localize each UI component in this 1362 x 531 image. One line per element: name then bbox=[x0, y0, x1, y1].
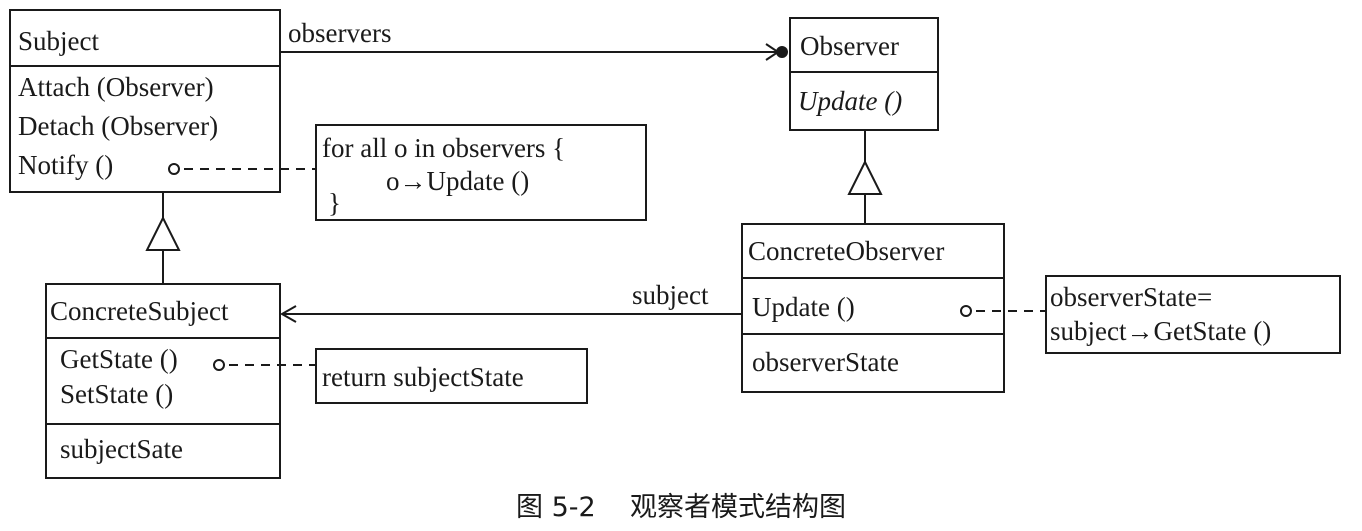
update-note-connector bbox=[960, 305, 1046, 317]
concrete-subject-class-name: ConcreteSubject bbox=[50, 296, 229, 326]
observers-association: observers bbox=[280, 18, 788, 61]
update-note-line1: observerState= bbox=[1050, 282, 1212, 312]
notify-note-line1: for all o in observers { bbox=[322, 133, 565, 163]
getstate-note-connector bbox=[213, 359, 316, 371]
getstate-note: return subjectState bbox=[315, 348, 588, 404]
inheritance-triangle bbox=[145, 215, 181, 251]
concrete-observer-op-update: Update () bbox=[752, 292, 855, 322]
subject-generalization bbox=[145, 192, 181, 284]
concrete-observer-class-name: ConcreteObserver bbox=[748, 236, 944, 266]
subject-class: Subject Attach (Observer) Detach (Observ… bbox=[9, 9, 281, 193]
observer-generalization bbox=[847, 130, 883, 224]
subject-class-name: Subject bbox=[18, 26, 99, 56]
concrete-observer-class: ConcreteObserver Update () observerState bbox=[741, 223, 1005, 393]
update-note: observerState= subject→GetState () bbox=[1045, 275, 1341, 354]
notify-note-line3: } bbox=[328, 188, 341, 218]
subject-op-notify: Notify () bbox=[18, 150, 113, 180]
observer-class: Observer Update () bbox=[789, 17, 939, 131]
subject-op-attach: Attach (Observer) bbox=[18, 72, 214, 102]
notify-note: for all o in observers { o→Update () } bbox=[315, 124, 647, 221]
inheritance-triangle bbox=[847, 159, 883, 195]
concrete-subject-op-getstate: GetState () bbox=[60, 344, 178, 374]
notify-note-line2: o→Update () bbox=[386, 166, 529, 196]
concrete-subject-attr-state: subjectSate bbox=[60, 434, 183, 464]
concrete-subject-op-setstate: SetState () bbox=[60, 379, 173, 409]
concrete-subject-class: ConcreteSubject GetState () SetState () … bbox=[45, 283, 281, 479]
notify-note-connector bbox=[168, 163, 316, 175]
observers-role-label: observers bbox=[288, 18, 391, 48]
multiplicity-dot bbox=[776, 46, 788, 58]
concrete-observer-attr-state: observerState bbox=[752, 347, 899, 377]
update-note-line2: subject→GetState () bbox=[1050, 316, 1271, 346]
observer-class-name: Observer bbox=[800, 31, 899, 61]
subject-association: subject bbox=[279, 280, 742, 323]
observer-op-update: Update () bbox=[798, 86, 902, 116]
figure-caption: 图 5-2 观察者模式结构图 bbox=[516, 492, 846, 523]
subject-op-detach: Detach (Observer) bbox=[18, 111, 218, 141]
getstate-note-text: return subjectState bbox=[322, 362, 524, 392]
subject-role-label: subject bbox=[632, 280, 709, 310]
